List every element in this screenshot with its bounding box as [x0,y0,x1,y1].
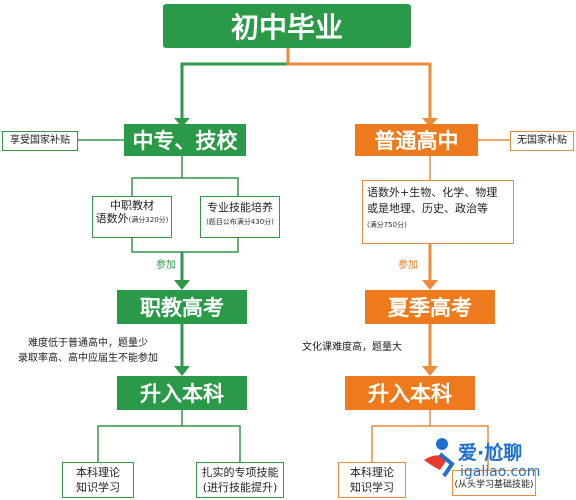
left-exam-note: 难度低于普通高中，题量少 录取率高、高中应届生不能参加 [0,336,176,366]
right-subjects-box: 语数外+生物、化学、物理 或是地理、历史、政治等 (满分750分) [362,180,514,244]
right-upgrade-node: 升入本科 [345,376,475,410]
left-note-line1: 难度低于普通高中，题量少 [28,338,148,349]
left-outcome-a-line1: 本科理论 [76,466,120,479]
left-exam-node: 职教高考 [117,290,247,324]
course-a-box: 中职教材 语数外(满分320分) [92,196,172,238]
root-node: 初中毕业 [163,4,411,48]
left-subsidy-box: 享受国家补贴 [2,131,78,151]
course-a-line2: 语数外 [95,212,129,225]
right-subjects-line1: 语数外+生物、化学、物理 [367,186,498,199]
right-outcome-a-line1: 本科理论 [350,466,394,479]
course-a-line1: 中职教材 [110,199,154,212]
left-join-label: 参加 [156,260,176,271]
right-branch-label: 普通高中 [374,129,459,153]
right-outcome-b-box: (从头学习基础技能) [452,470,536,496]
left-outcome-a-box: 本科理论 知识学习 [62,462,134,498]
left-subsidy-label: 享受国家补贴 [10,135,70,146]
left-outcome-b-box: 扎实的专项技能 (进行技能提升) [196,462,284,498]
right-subsidy-box: 无国家补贴 [510,131,574,151]
right-outcome-b-line1: (从头学习基础技能) [454,480,534,490]
left-upgrade-label: 升入本科 [140,382,224,406]
left-exam-label: 职教高考 [140,296,224,320]
left-arrow-head [174,118,190,127]
course-b-note: (题目公布满分430分) [206,218,274,226]
left-outcome-b-line2: (进行技能提升) [202,481,278,494]
left-branch-label: 中专、技校 [132,129,238,153]
right-outcome-a-line2: 知识学习 [350,481,394,494]
right-exam-label: 夏季高考 [388,296,472,320]
root-to-right-line [286,46,432,126]
right-arrow-head [422,118,438,127]
root-to-left-line [180,46,290,126]
right-subsidy-label: 无国家补贴 [517,135,567,146]
left-outcome-a-line2: 知识学习 [76,481,120,494]
right-subjects-note: (满分750分) [367,221,407,229]
left-branch-node: 中专、技校 [124,124,246,156]
right-outcome-a-box: 本科理论 知识学习 [338,462,406,498]
course-a-note: (满分320分) [128,216,169,224]
right-exam-note: 文化课难度高，题量大 [302,342,402,353]
root-title: 初中毕业 [230,11,343,44]
right-branch-node: 普通高中 [355,124,478,156]
right-exam-node: 夏季高考 [365,290,495,324]
watermark: 爱·尬聊 igaliao.com [418,436,574,486]
left-upgrade-node: 升入本科 [117,376,247,410]
right-join-label: 参加 [398,260,418,271]
course-b-line1: 专业技能培养 [207,201,273,214]
right-subjects-line2: 或是地理、历史、政治等 [367,202,488,215]
left-note-line2: 录取率高、高中应届生不能参加 [18,353,158,364]
watermark-url: igaliao.com [460,464,541,480]
left-outcome-b-line1: 扎实的专项技能 [201,466,279,479]
watermark-brand: 爱·尬聊 [458,442,523,464]
runner-logo-icon [424,438,455,478]
course-b-box: 专业技能培养 (题目公布满分430分) [200,196,280,238]
right-upgrade-label: 升入本科 [368,382,452,406]
